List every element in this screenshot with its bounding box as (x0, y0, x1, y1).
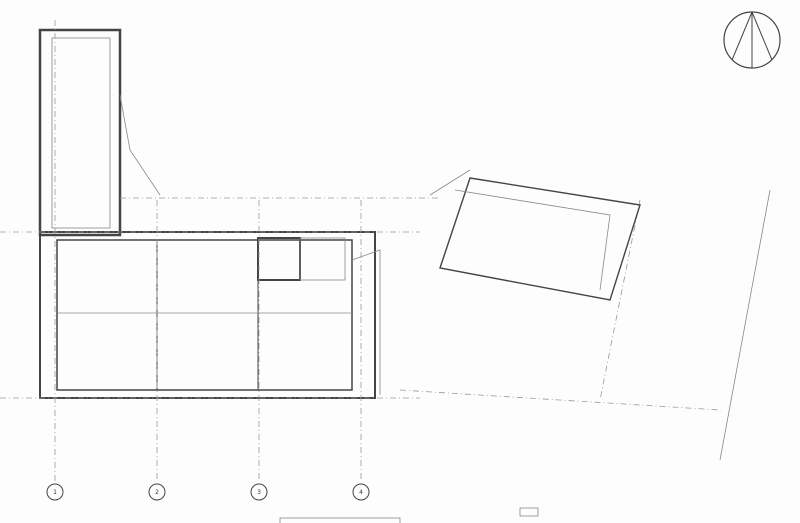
outbuilding (429, 169, 641, 301)
svg-text:2: 2 (155, 489, 159, 496)
title-block (279, 517, 401, 523)
north-wing (38, 28, 161, 237)
grid-bubble-3: 3 (250, 483, 268, 501)
grid-lines (0, 20, 771, 482)
legend-box (519, 507, 539, 517)
svg-text:1: 1 (53, 489, 57, 496)
main-building (39, 231, 381, 399)
grid-bubble-1: 1 (46, 483, 64, 501)
north-arrow-icon (723, 11, 781, 69)
svg-text:3: 3 (257, 489, 261, 496)
svg-text:4: 4 (359, 489, 363, 496)
grid-bubble-2: 2 (148, 483, 166, 501)
grid-bubble-4: 4 (352, 483, 370, 501)
